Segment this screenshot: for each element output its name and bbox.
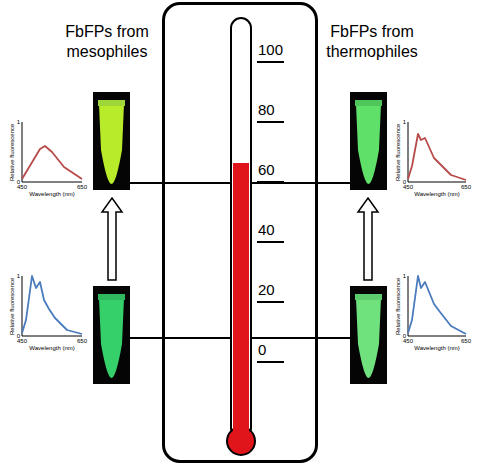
thermometer-frame: 100 80 60 40 20 0: [162, 2, 318, 463]
axis-title: Wavelength (nm): [29, 191, 74, 198]
axis-tick: 650: [77, 338, 87, 345]
axis-tick: 1: [17, 273, 20, 280]
axis-title: Relative fluorescence: [396, 123, 403, 180]
panel-heading: FbFPs from thermophiles: [305, 22, 440, 62]
axis-tick: 650: [77, 184, 87, 191]
axis-title: Wavelength (nm): [29, 345, 74, 352]
mercury-column: [233, 163, 249, 443]
axis-tick: 450: [17, 184, 27, 191]
chart-axes: [22, 122, 466, 336]
axis-title: Relative fluorescence: [10, 123, 17, 180]
scale-number: 80: [258, 102, 275, 118]
scale-number: 40: [258, 222, 275, 238]
tube-photo: [350, 92, 387, 190]
axis-title: Wavelength (nm): [414, 191, 459, 198]
axis-tick: 1: [17, 119, 20, 126]
spectrum-curve: [408, 134, 466, 180]
axis-tick: 650: [461, 338, 471, 345]
scale-number: 20: [258, 282, 275, 298]
scale-number: 60: [258, 162, 275, 178]
scale-ticks: [257, 62, 284, 362]
spectrum-curve: [22, 276, 82, 334]
spectrum-curve: [408, 276, 466, 334]
panel-heading: FbFPs from mesophiles: [40, 22, 175, 62]
tube-photo: [93, 92, 130, 190]
axis-tick: 1: [403, 273, 406, 280]
axis-tick: 1: [403, 119, 406, 126]
hollow-arrow: [358, 198, 378, 280]
hollow-arrow: [102, 198, 122, 280]
axis-tick: 450: [403, 184, 413, 191]
axis-tick: 650: [461, 184, 471, 191]
axis-title: Relative fluorescence: [396, 277, 403, 334]
axis-title: Relative fluorescence: [10, 277, 17, 334]
tube-photo: [350, 286, 387, 384]
axis-tick: 450: [17, 338, 27, 345]
axis-tick: 450: [403, 338, 413, 345]
scale-number: 0: [258, 342, 266, 358]
tube-photo: [93, 286, 130, 384]
scale-number: 100: [258, 42, 283, 58]
axis-title: Wavelength (nm): [414, 345, 459, 352]
spectrum-curve: [22, 146, 82, 179]
